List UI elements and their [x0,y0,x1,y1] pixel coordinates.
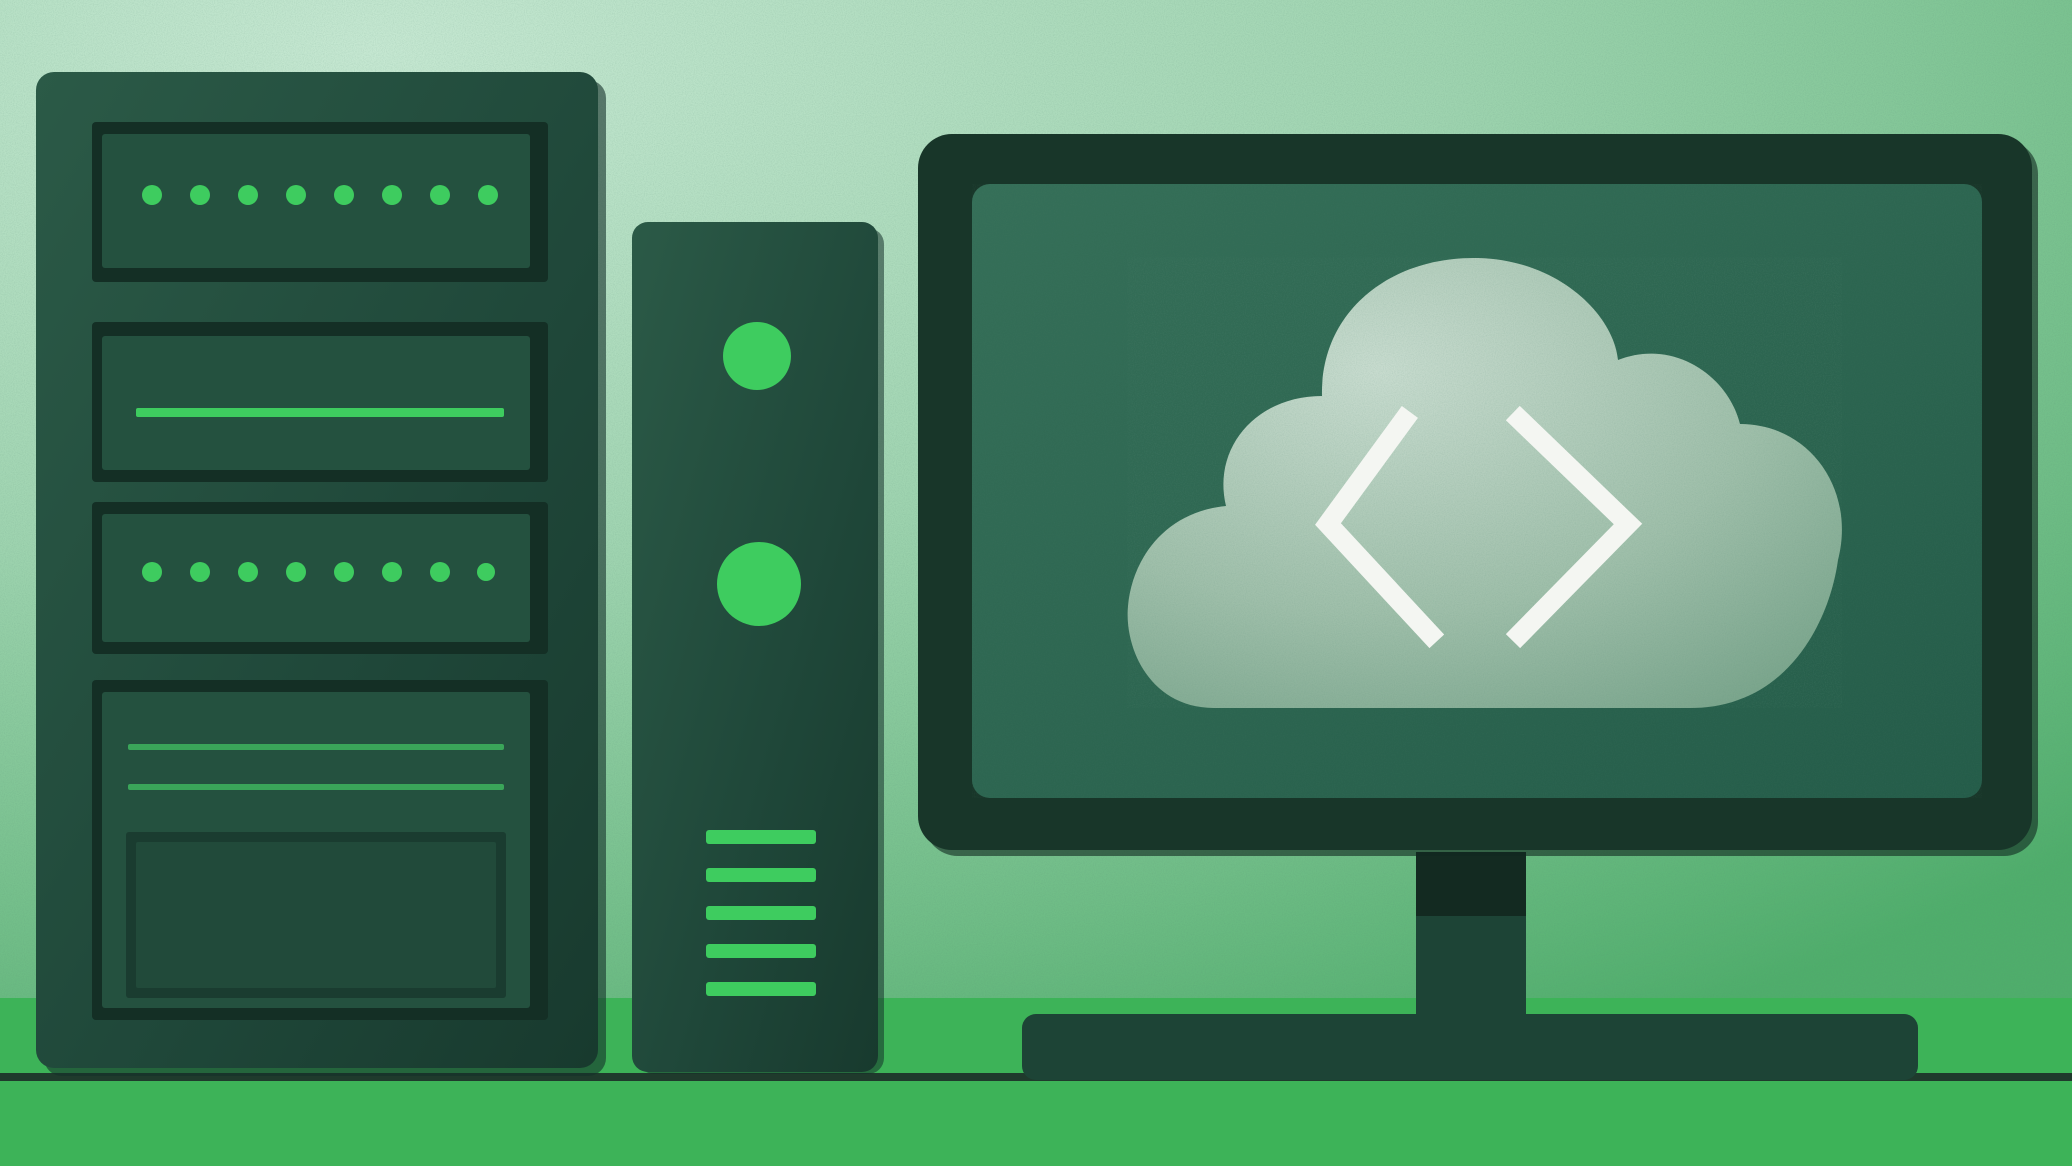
rack-bay-2 [92,322,548,482]
code-brackets-icon [1315,405,1643,649]
status-led [286,185,306,205]
rack-bay-1 [92,122,548,282]
vent-slot [706,944,816,958]
rack-bay-4 [92,680,548,1020]
vent-slot [706,906,816,920]
status-led [286,562,306,582]
status-led [382,562,402,582]
vent-slot [706,830,816,844]
drive-slot-light [136,408,504,417]
status-led [430,562,450,582]
rack-server [36,72,606,1076]
status-led [382,185,402,205]
cloud-code-icon [1127,257,1842,708]
power-button [723,322,791,390]
status-led [190,185,210,205]
drive-line [128,744,504,750]
cloud-icon-grain [1127,257,1842,708]
status-led [238,185,258,205]
right-angle-bracket [1505,405,1643,649]
tower-pc [632,222,884,1074]
rack-bay-3 [92,502,548,654]
vent-slots [706,830,816,996]
vent-slot [706,868,816,882]
reset-button [717,542,801,626]
status-led [142,562,162,582]
status-led [430,185,450,205]
left-angle-bracket [1315,406,1445,649]
monitor [918,134,2038,1080]
status-led [334,562,354,582]
led-row-2 [142,562,495,582]
status-led [477,563,495,581]
status-led [238,562,258,582]
led-row-1 [142,185,498,205]
tower-pc-body [632,222,878,1072]
status-led [334,185,354,205]
monitor-stand-base [1022,1014,1918,1080]
drive-line [128,784,504,790]
vent-slot [706,982,816,996]
status-led [142,185,162,205]
status-led [190,562,210,582]
status-led [478,185,498,205]
